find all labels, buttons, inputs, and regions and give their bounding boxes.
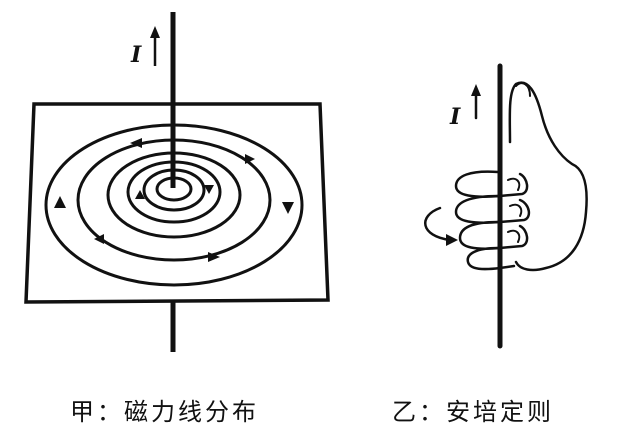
finger-1 (454, 170, 529, 198)
finger-4 (466, 246, 516, 271)
finger-nail (507, 229, 521, 243)
current-label-left: I (130, 42, 142, 68)
field-arrow-icon (245, 154, 255, 164)
current-arrow-icon (471, 84, 481, 96)
finger-nail (509, 203, 523, 217)
hand-thumb-and-palm (508, 81, 588, 272)
field-arrow-icon (94, 234, 104, 244)
thumb-nail (515, 82, 531, 97)
field-arrow-icon (204, 185, 214, 194)
field-arrow-icon (208, 252, 220, 262)
paper-sheet (24, 102, 330, 304)
field-direction-arrows (54, 138, 294, 262)
field-arrow-icon (135, 190, 145, 199)
circulation-arrow-icon (446, 234, 458, 246)
field-arrow-icon (282, 202, 294, 214)
finger-3 (458, 220, 529, 250)
current-label-right: I (449, 104, 461, 130)
field-arrow-icon (54, 196, 66, 208)
finger-2 (454, 194, 531, 224)
field-arrow-icon (130, 138, 142, 148)
finger-nail (507, 177, 521, 191)
circulation-arrow (424, 206, 452, 242)
right-hand-rule-diagram (424, 63, 588, 349)
field-lines-diagram (24, 12, 330, 352)
current-arrow-icon (150, 26, 160, 38)
caption-right-hand-rule: 乙：安培定则 (392, 398, 554, 426)
caption-field-lines: 甲：磁力线分布 (70, 398, 259, 426)
